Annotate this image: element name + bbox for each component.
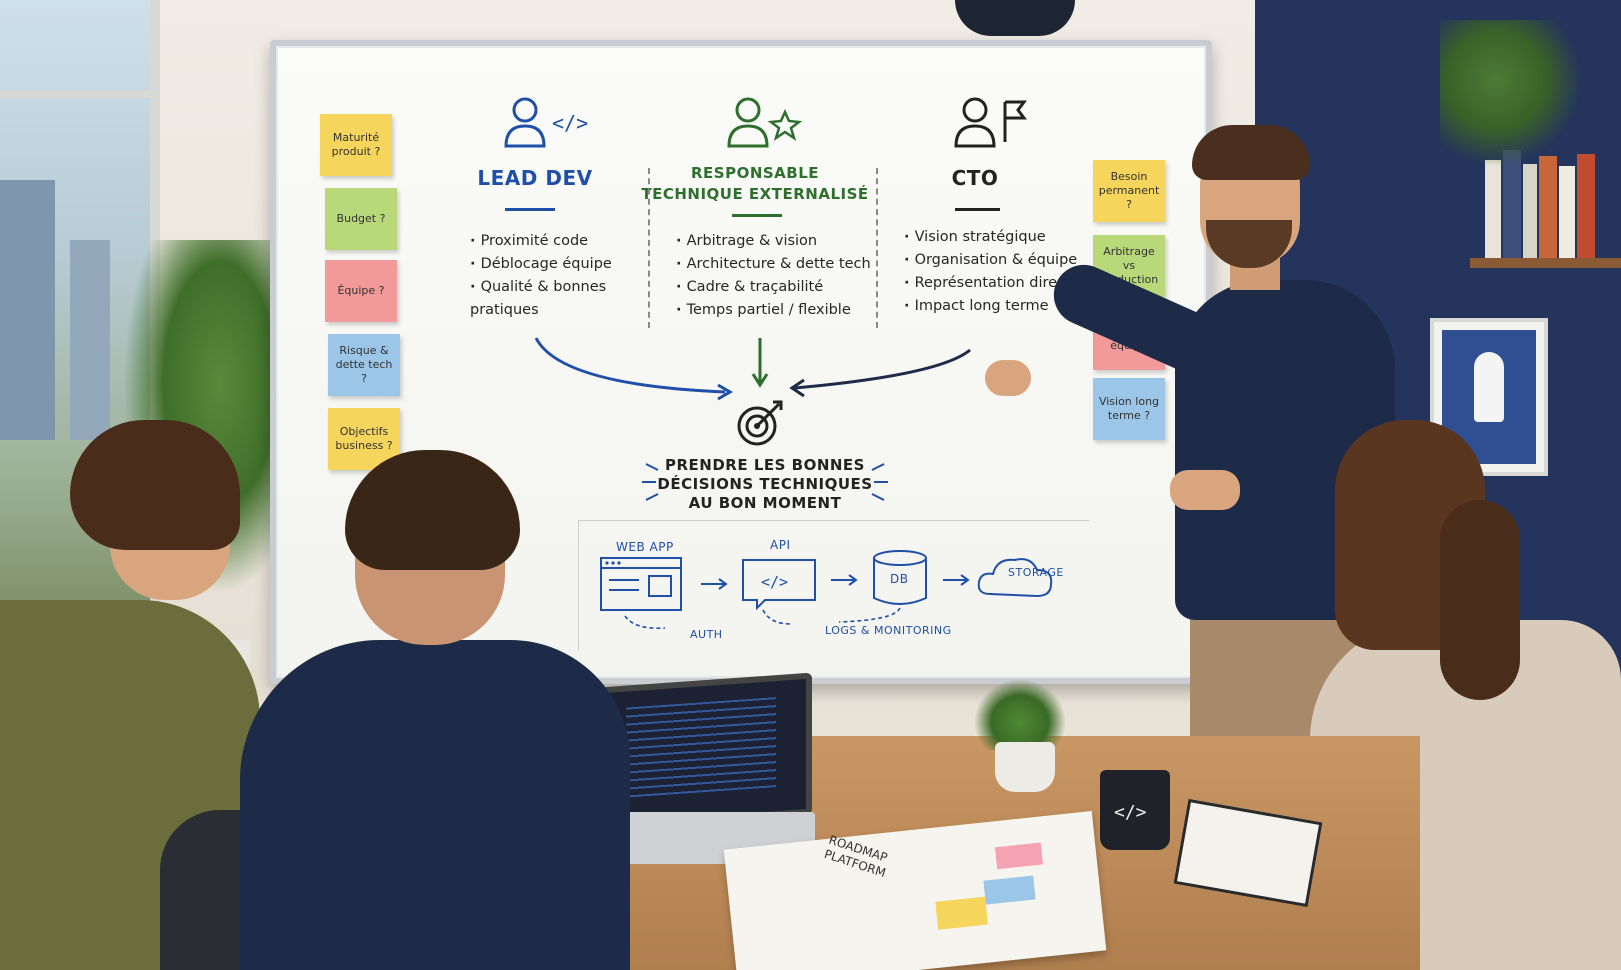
code-icon: </> <box>1114 802 1147 823</box>
goal-line: AU BON MOMENT <box>688 494 842 512</box>
table-plant <box>975 680 1065 750</box>
coffee-mug <box>1100 770 1170 850</box>
target-icon <box>737 400 783 446</box>
man-center-hair <box>345 450 520 570</box>
bullet-item: Organisation & équipe <box>904 249 1094 272</box>
pendant-lamp <box>955 0 1075 36</box>
user-star-icon <box>727 97 803 148</box>
converging-arrows <box>534 337 971 401</box>
bullet-item: Arbitrage & vision <box>676 230 876 253</box>
sticky-note: Budget ? <box>325 188 397 250</box>
sticky-note: Maturité produit ? <box>320 114 392 176</box>
title-underline <box>505 208 555 211</box>
bullet-item: Proximité code <box>470 230 640 253</box>
divider <box>648 168 650 328</box>
label-storage: STORAGE <box>1008 566 1064 579</box>
shelf <box>1470 258 1621 268</box>
hanging-plant <box>1440 20 1580 170</box>
bullet-item: Qualité & bonnes pratiques <box>470 276 640 322</box>
bullet-item: Architecture & dette tech <box>676 253 876 276</box>
role-title-line: TECHNIQUE EXTERNALISÉ <box>641 185 869 203</box>
code-lines <box>626 697 776 798</box>
presenter-hand <box>1170 470 1240 510</box>
user-flag-icon <box>954 97 1027 148</box>
sticky-note <box>994 842 1043 870</box>
presenter-hair <box>1192 125 1310 180</box>
woman-left-hair <box>70 420 240 550</box>
bullet-item: Représentation direction <box>904 272 1094 295</box>
responsable-bullets: Arbitrage & vision Architecture & dette … <box>676 230 876 322</box>
role-title-responsable: RESPONSABLE TECHNIQUE EXTERNALISÉ <box>640 163 870 205</box>
goal-line: DÉCISIONS TECHNIQUES <box>657 475 873 493</box>
label-db: DB <box>890 572 909 586</box>
table-plant-pot <box>995 742 1055 792</box>
goal-statement: PRENDRE LES BONNES DÉCISIONS TECHNIQUES … <box>640 456 890 513</box>
sticky-note <box>935 896 988 930</box>
label-auth: AUTH <box>690 628 723 641</box>
sticky-note: Équipe ? <box>325 260 397 322</box>
label-api: API <box>770 538 791 552</box>
rocket-icon <box>1474 352 1504 422</box>
building <box>0 180 55 440</box>
architecture-sketch: </> <box>600 550 1053 630</box>
label-web-app: WEB APP <box>616 540 674 554</box>
sticky-note: Risque & dette tech ? <box>328 334 400 396</box>
books <box>1485 150 1605 258</box>
notebook-title: ROADMAP PLATFORM <box>822 833 892 881</box>
svg-text:</>: </> <box>552 111 588 135</box>
label-logs: LOGS & MONITORING <box>825 624 952 637</box>
bullet-item: Cadre & traçabilité <box>676 276 876 299</box>
bullet-item: Vision stratégique <box>904 226 1094 249</box>
architecture-diagram <box>578 520 1089 651</box>
building <box>70 240 110 440</box>
title-underline <box>732 214 782 217</box>
sticky-note: Vision long terme ? <box>1093 378 1165 440</box>
bullet-item: Déblocage équipe <box>470 253 640 276</box>
role-title-lead-dev: LEAD DEV <box>477 166 593 190</box>
window-frame <box>0 90 150 98</box>
role-title-cto: CTO <box>951 166 999 190</box>
sticky-note <box>983 875 1036 905</box>
woman-right-ponytail <box>1440 500 1520 700</box>
title-underline <box>955 208 1000 211</box>
presenter-hand <box>985 360 1031 396</box>
divider <box>876 168 878 328</box>
role-title-line: RESPONSABLE <box>690 164 820 182</box>
svg-text:</>: </> <box>761 573 788 591</box>
svg-text:</>: </> <box>1114 802 1147 823</box>
man-center-body <box>240 640 630 970</box>
bullet-item: Temps partiel / flexible <box>676 299 876 322</box>
cto-bullets: Vision stratégique Organisation & équipe… <box>904 226 1094 318</box>
emphasis-marks <box>642 463 888 501</box>
laptop-screen <box>600 672 812 830</box>
sticky-note: Besoin permanent ? <box>1093 160 1165 222</box>
bullet-item: Impact long terme <box>904 295 1094 318</box>
developer-icon: </> <box>504 97 588 148</box>
goal-line: PRENDRE LES BONNES <box>665 456 865 474</box>
lead-dev-bullets: Proximité code Déblocage équipe Qualité … <box>470 230 640 322</box>
